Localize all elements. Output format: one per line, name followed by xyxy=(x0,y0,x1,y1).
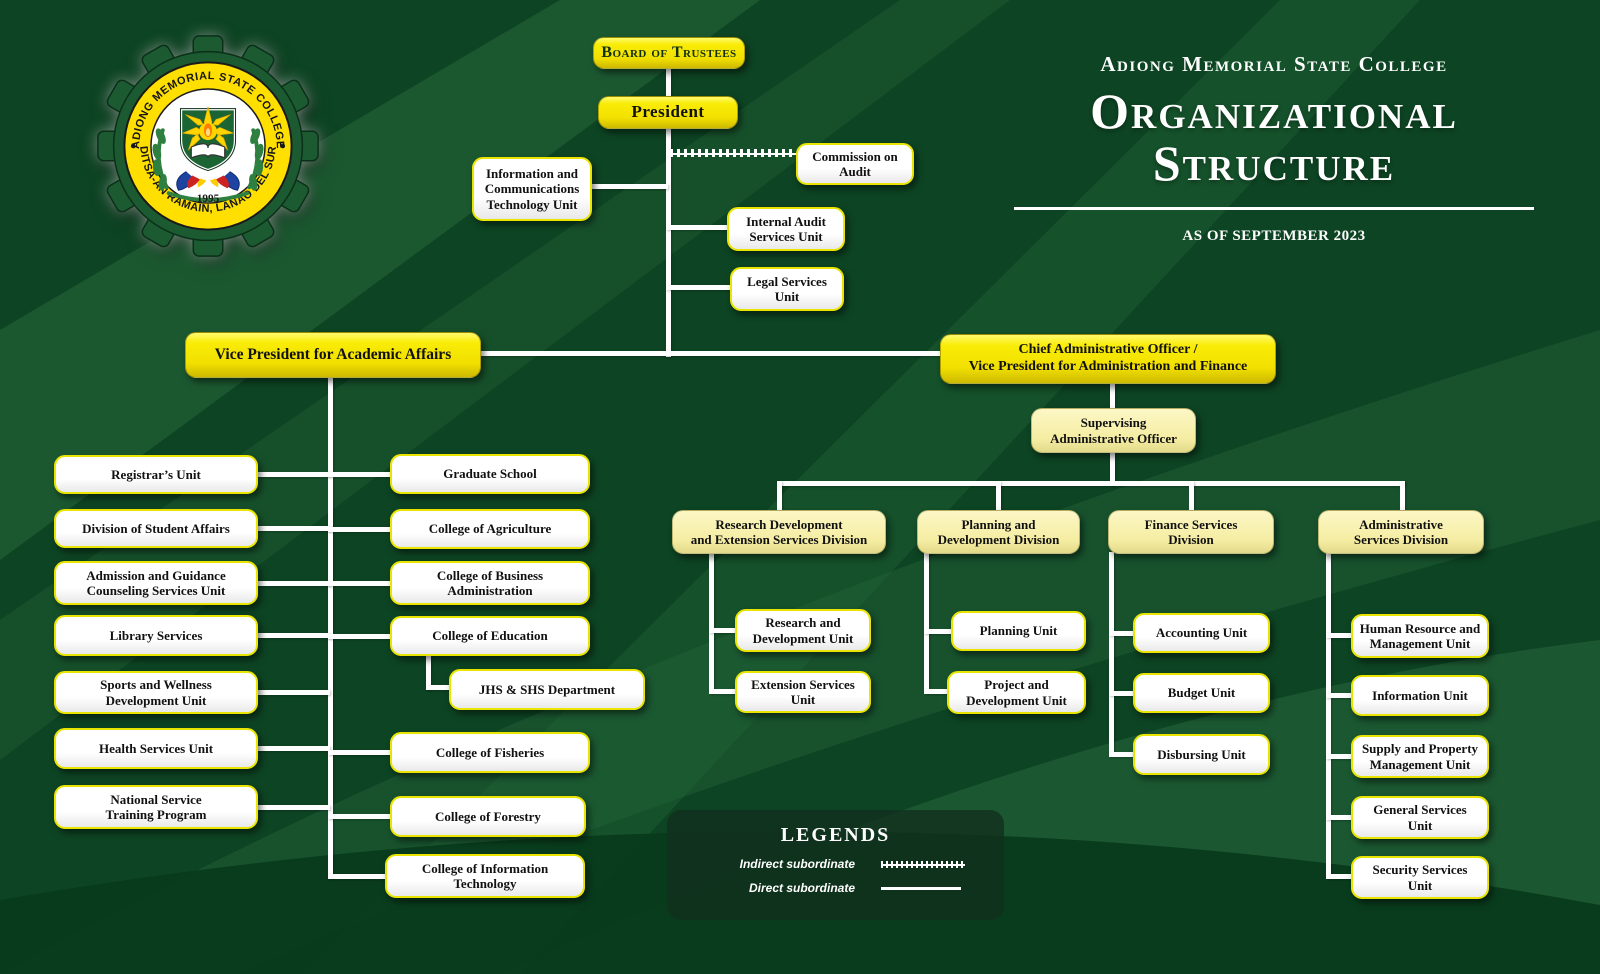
legend-row-indirect: Indirect subordinate xyxy=(695,857,976,871)
node-budget-unit: Budget Unit xyxy=(1133,673,1270,713)
node-information-unit: Information Unit xyxy=(1351,675,1489,716)
node-admission-guidance-unit: Admission and Guidance Counseling Servic… xyxy=(54,561,258,605)
node-general-services-unit: General Services Unit xyxy=(1351,796,1489,839)
node-commission-on-audit: Commission on Audit xyxy=(796,143,914,185)
node-vp-academic-affairs: Vice President for Academic Affairs xyxy=(185,332,481,378)
connector-finance-elbow xyxy=(1109,552,1114,754)
node-college-agriculture: College of Agriculture xyxy=(390,509,590,549)
node-planning-development-division: Planning and Development Division xyxy=(917,510,1080,554)
seal-year: 1995 xyxy=(197,193,220,205)
node-registrars-unit: Registrar’s Unit xyxy=(54,455,258,494)
title-block: Adiong Memorial State College Organizati… xyxy=(1014,52,1534,245)
legend-title: LEGENDS xyxy=(780,824,891,846)
connector-right-stub xyxy=(328,874,392,879)
node-research-development-unit: Research and Development Unit xyxy=(735,609,871,652)
connector-planning-elbow xyxy=(924,552,929,692)
title-divider xyxy=(1014,207,1534,210)
connector-planning-stub xyxy=(924,629,954,634)
legend-indirect-label: Indirect subordinate xyxy=(739,857,855,871)
node-accounting-unit: Accounting Unit xyxy=(1133,613,1270,653)
node-disbursing-unit: Disbursing Unit xyxy=(1133,734,1270,775)
node-human-resource-management-unit: Human Resource and Management Unit xyxy=(1351,614,1489,658)
connector-admin-elbow xyxy=(1326,552,1331,877)
direct-line-sample xyxy=(881,886,961,890)
node-finance-services-division: Finance Services Division xyxy=(1108,510,1274,554)
connector-vpaa-trunk xyxy=(328,376,333,878)
legend-panel: LEGENDS Indirect subordinate Direct subo… xyxy=(667,810,1004,920)
node-board-of-trustees: Board of Trustees xyxy=(593,37,745,69)
node-security-services-unit: Security Services Unit xyxy=(1351,856,1489,899)
connector-left-stub xyxy=(254,472,330,477)
node-administrative-services-division: Administrative Services Division xyxy=(1318,510,1484,554)
node-research-extension-division: Research Development and Extension Servi… xyxy=(672,510,886,554)
node-planning-unit: Planning Unit xyxy=(951,611,1086,651)
college-seal-logo: ADIONG MEMORIAL STATE COLLEGE DITSA-AN R… xyxy=(97,35,319,257)
node-supply-property-management-unit: Supply and Property Management Unit xyxy=(1351,735,1489,778)
node-president: President xyxy=(598,96,738,129)
connector-left-stub xyxy=(254,633,330,638)
node-extension-services-unit: Extension Services Unit xyxy=(735,671,871,713)
college-name: Adiong Memorial State College xyxy=(1100,52,1448,76)
connector-internal-audit xyxy=(666,225,730,230)
legend-row-direct: Direct subordinate xyxy=(695,881,976,895)
node-college-education: College of Education xyxy=(390,616,590,656)
node-legal-services-unit: Legal Services Unit xyxy=(730,267,844,311)
node-ict-unit: Information and Communications Technolog… xyxy=(472,157,592,221)
connector-left-stub xyxy=(254,746,330,751)
node-college-forestry: College of Forestry xyxy=(390,796,586,837)
node-internal-audit-unit: Internal Audit Services Unit xyxy=(727,207,845,251)
connector-left-stub xyxy=(254,690,330,695)
seal-shield xyxy=(178,106,238,173)
connector-research-elbow xyxy=(709,552,714,692)
connector-right-stub xyxy=(328,472,392,477)
node-division-student-affairs: Division of Student Affairs xyxy=(54,509,258,548)
connector-right-stub xyxy=(328,581,392,586)
node-health-services-unit: Health Services Unit xyxy=(54,728,258,769)
node-project-development-unit: Project and Development Unit xyxy=(947,671,1086,714)
connector-right-stub xyxy=(328,750,392,755)
title-line2: Structure xyxy=(1152,135,1396,191)
node-library-services: Library Services xyxy=(54,615,258,656)
as-of-date: AS OF SEPTEMBER 2023 xyxy=(1182,228,1366,244)
connector-legal xyxy=(666,285,734,290)
connector-main-horizontal xyxy=(470,351,945,356)
connector-right-stub xyxy=(328,814,392,819)
connector-right-stub xyxy=(328,634,392,639)
node-jhs-shs-department: JHS & SHS Department xyxy=(449,669,645,710)
legend-direct-label: Direct subordinate xyxy=(748,881,855,895)
node-cao-vp-admin-finance: Chief Administrative Officer / Vice Pres… xyxy=(940,334,1276,384)
connector-ict xyxy=(586,184,668,189)
open-book xyxy=(190,143,226,159)
node-college-information-technology: College of Information Technology xyxy=(385,854,585,898)
connector-division-bus xyxy=(777,481,1405,486)
node-supervising-admin-officer: Supervising Administrative Officer xyxy=(1031,408,1196,453)
connector-left-stub xyxy=(254,581,330,586)
title-line1: Organizational xyxy=(1090,83,1458,139)
node-sports-wellness-unit: Sports and Wellness Development Unit xyxy=(54,671,258,714)
connector-left-stub xyxy=(254,526,330,531)
indirect-line-sample xyxy=(881,860,965,868)
node-college-business-admin: College of Business Administration xyxy=(390,561,590,605)
connector-left-stub xyxy=(254,805,330,810)
node-national-service-training: National Service Training Program xyxy=(54,785,258,829)
connector-right-stub xyxy=(328,527,392,532)
node-college-fisheries: College of Fisheries xyxy=(390,732,590,773)
node-graduate-school: Graduate School xyxy=(390,454,590,494)
connector-dashed-commission xyxy=(670,149,796,157)
